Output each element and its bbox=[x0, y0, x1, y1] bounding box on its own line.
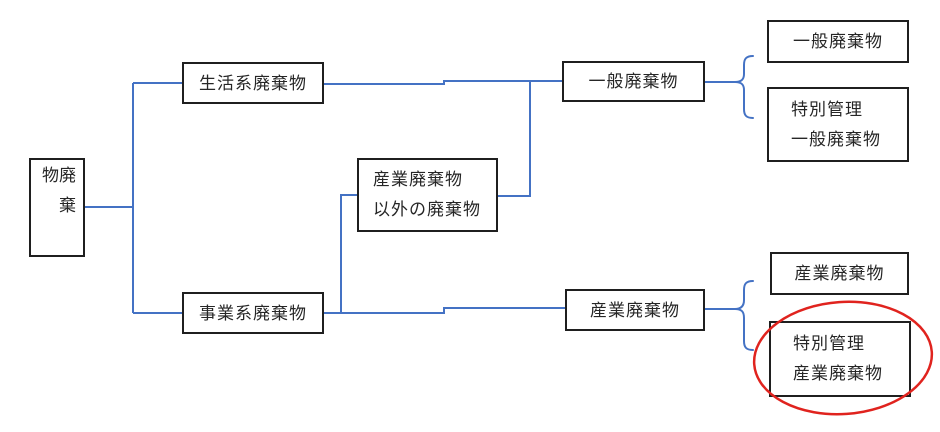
non-industrial-waste-line2: 以外の廃棄物 bbox=[373, 200, 481, 219]
general-waste-label: 一般廃棄物 bbox=[588, 72, 679, 91]
special-managed-industrial-waste-box: 特別管理 産業廃棄物 bbox=[769, 321, 911, 397]
non-industrial-waste-line1: 産業廃棄物 bbox=[373, 170, 463, 189]
special-managed-general-waste-box: 特別管理 一般廃棄物 bbox=[767, 87, 909, 162]
special-managed-industrial-line2: 産業廃棄物 bbox=[793, 364, 883, 383]
non-industrial-waste-box: 産業廃棄物 以外の廃棄物 bbox=[357, 158, 498, 232]
household-waste-label: 生活系廃棄物 bbox=[199, 73, 307, 93]
special-managed-general-line2: 一般廃棄物 bbox=[791, 129, 881, 149]
industrial-waste-label: 産業廃棄物 bbox=[590, 300, 680, 320]
industrial-waste-box: 産業廃棄物 bbox=[565, 289, 705, 331]
brace-industrial-icon bbox=[734, 280, 754, 351]
business-waste-label: 事業系廃棄物 bbox=[199, 303, 307, 323]
general-waste-sub-box: 一般廃棄物 bbox=[767, 20, 909, 63]
connector-business-industrial bbox=[324, 194, 565, 314]
connector-root-branch bbox=[85, 82, 182, 314]
special-managed-industrial-line1: 特別管理 bbox=[793, 334, 865, 353]
household-waste-box: 生活系廃棄物 bbox=[182, 62, 324, 104]
special-managed-general-line1: 特別管理 bbox=[791, 99, 863, 119]
general-waste-box: 一般廃棄物 bbox=[562, 61, 705, 102]
brace-general-icon bbox=[734, 55, 754, 119]
business-waste-box: 事業系廃棄物 bbox=[182, 292, 324, 334]
root-box-label: 廃棄物 bbox=[39, 166, 75, 226]
industrial-waste-sub-box: 産業廃棄物 bbox=[770, 252, 909, 295]
root-box-waste: 廃棄物 bbox=[29, 158, 85, 257]
industrial-waste-sub-label: 産業廃棄物 bbox=[794, 264, 885, 283]
connector-household-general bbox=[324, 80, 562, 197]
general-waste-sub-label: 一般廃棄物 bbox=[793, 32, 883, 51]
